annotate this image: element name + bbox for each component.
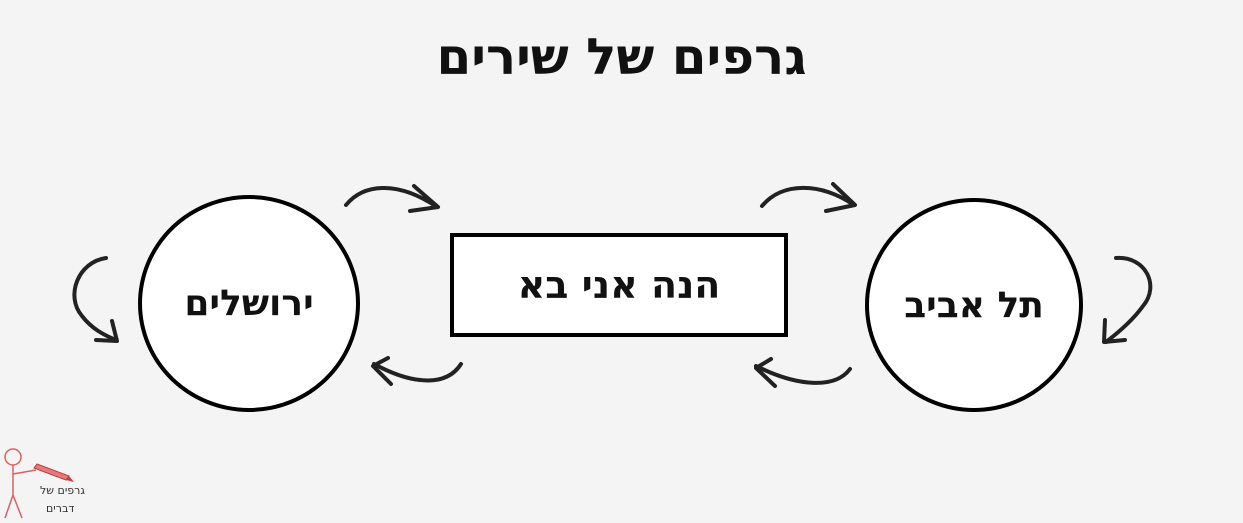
logo-text-line2: דברים	[46, 502, 75, 515]
diagram-title: גרפים של שירים	[436, 28, 807, 86]
logo-text-line1: גרפים של	[40, 484, 85, 497]
node-telaviv-label: תל אביב	[904, 284, 1044, 326]
arrow-center-to-telaviv	[760, 182, 857, 213]
arrow-center-to-jerusalem	[371, 356, 463, 386]
node-center: הנה אני בא	[450, 233, 788, 337]
self-loop-jerusalem	[72, 256, 119, 343]
node-telaviv: תל אביב	[865, 198, 1083, 412]
arrow-telaviv-to-center	[754, 357, 852, 388]
logo-figure-icon	[4, 448, 74, 519]
site-logo: גרפים של דברים	[0, 440, 100, 523]
arrow-jerusalem-to-center	[344, 184, 440, 213]
node-jerusalem-label: ירושלים	[184, 283, 314, 324]
self-loop-telaviv	[1102, 255, 1153, 344]
node-center-label: הנה אני בא	[517, 263, 721, 307]
node-jerusalem: ירושלים	[138, 195, 360, 412]
